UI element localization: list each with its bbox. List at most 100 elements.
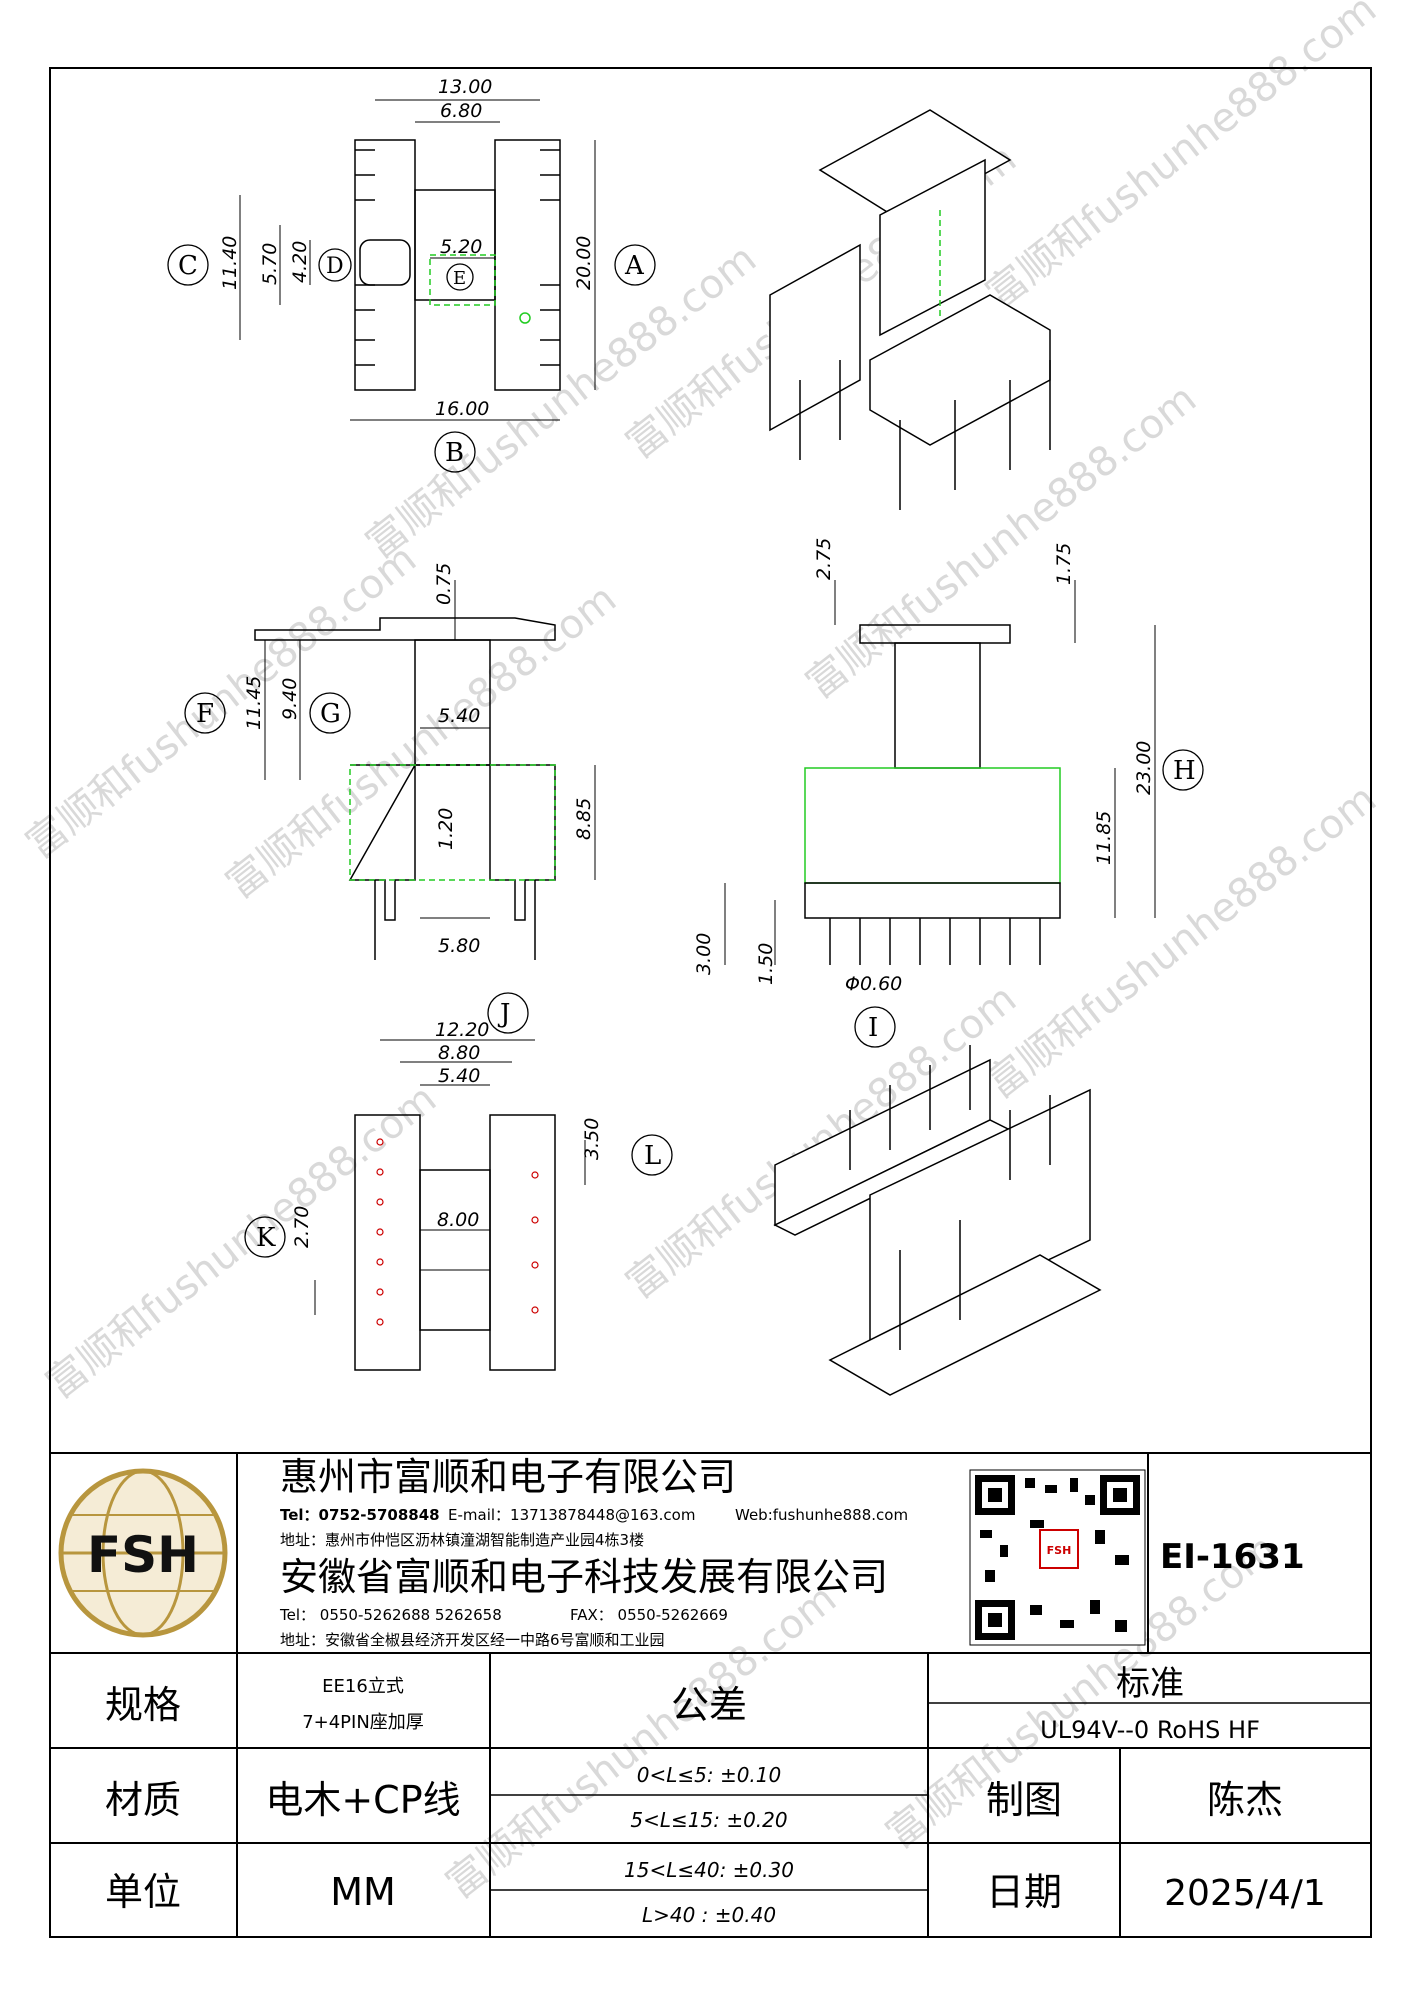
top-view-window-e	[429, 254, 496, 306]
callout-a	[614, 244, 656, 286]
callout-f-label: F	[196, 699, 214, 729]
dim-23-00: 23.00	[1133, 741, 1155, 795]
tolerance-1: 0<L≤5: ±0.10	[637, 1763, 782, 1787]
front-view-callouts	[184, 692, 351, 734]
dim-2-70: 2.70	[291, 1206, 313, 1248]
iso-view-top	[769, 109, 1051, 510]
callout-k	[244, 1216, 286, 1258]
front-view-top-flange	[254, 617, 556, 641]
watermark: 富顺和fushunhe888.com	[978, 776, 1385, 1108]
dim-11-85: 11.85	[1093, 811, 1115, 865]
company-1-web: Web:fushunhe888.com	[735, 1506, 908, 1524]
dim-pin-dia: Φ0.60	[845, 973, 902, 995]
drawn-label: 制图	[986, 1778, 1062, 1822]
date-value: 2025/4/1	[1164, 1873, 1326, 1914]
callout-j	[487, 992, 529, 1034]
material-value: 电木+CP线	[265, 1778, 460, 1822]
watermark: 富顺和fushunhe888.com	[798, 376, 1205, 708]
dim-4-20: 4.20	[289, 241, 311, 283]
qr-badge: FSH	[1047, 1544, 1072, 1557]
dim-6-80: 6.80	[440, 100, 482, 122]
callout-h	[1162, 749, 1204, 791]
dim-11-45: 11.45	[243, 676, 265, 730]
callout-d-label: D	[326, 254, 344, 279]
callout-k-label: K	[256, 1223, 276, 1253]
front-view	[254, 580, 596, 960]
top-view-marker	[519, 312, 531, 324]
top-view-callouts	[167, 244, 656, 473]
dim-9-40: 9.40	[279, 678, 301, 720]
dim-5-70: 5.70	[259, 243, 281, 285]
dim-1-50: 1.50	[755, 943, 777, 985]
front-view-base-hidden	[349, 764, 556, 881]
dim-1-20: 1.20	[435, 808, 457, 850]
side-view-windings	[804, 767, 1061, 884]
callout-i-label: I	[868, 1013, 878, 1043]
side-view	[724, 580, 1156, 965]
bottom-view-right-wall	[489, 1114, 556, 1371]
bottom-view-center	[419, 1169, 491, 1331]
dim-5-20: 5.20	[440, 236, 482, 258]
dim-1-75: 1.75	[1053, 543, 1075, 585]
company-name-2: 安徽省富顺和电子科技发展有限公司	[280, 1555, 888, 1599]
bottom-view	[314, 1039, 586, 1371]
callout-e-label: E	[453, 268, 466, 289]
callout-l-label: L	[644, 1141, 661, 1171]
side-view-dims: 2.75 1.75 23.00 11.85 3.00 1.50 Φ0.60	[693, 538, 1155, 995]
callout-g	[309, 692, 351, 734]
top-view-left-slots	[355, 149, 375, 366]
side-view-base	[804, 882, 1061, 919]
standard-value: UL94V--0 RoHS HF	[1040, 1716, 1260, 1744]
top-view-right-slots	[540, 149, 560, 366]
company-name-1: 惠州市富顺和电子有限公司	[280, 1455, 736, 1499]
company-2-fax: FAX： 0550-5262669	[570, 1606, 728, 1624]
callout-b-label: B	[445, 438, 464, 468]
standard-label: 标准	[1116, 1664, 1184, 1704]
watermark: 富顺和fushunhe888.com	[38, 1076, 445, 1408]
iso-view-bottom	[773, 1045, 1102, 1396]
date-label: 日期	[986, 1870, 1062, 1914]
callout-c	[167, 244, 209, 286]
top-view-callout-labels: A B C D E	[178, 251, 645, 468]
front-view-dims: 0.75 11.45 9.40 5.40 1.20 8.85 5.80	[243, 563, 595, 957]
bottom-view-slot	[419, 1229, 491, 1271]
qr-code: FSH	[969, 1469, 1146, 1646]
dim-3-00: 3.00	[693, 933, 715, 975]
callout-c-label: C	[178, 251, 198, 281]
dim-13-00: 13.00	[438, 76, 492, 98]
callout-a-label: A	[624, 251, 645, 281]
company-2-address: 地址：安徽省全椒县经济开发区经一中路6号富顺和工业园	[280, 1631, 665, 1649]
dim-8-00: 8.00	[437, 1209, 479, 1231]
company-1-tel: Tel：0752-5708848	[280, 1506, 440, 1524]
spec-value-2: 7+4PIN座加厚	[302, 1712, 424, 1733]
dim-5-40-front: 5.40	[438, 705, 480, 727]
dim-8-85: 8.85	[573, 798, 595, 840]
callout-i	[854, 1006, 896, 1048]
dim-8-80: 8.80	[438, 1042, 480, 1064]
tolerance-2: 5<L≤15: ±0.20	[630, 1808, 787, 1832]
spec-value-1: EE16立式	[322, 1676, 404, 1697]
top-view	[239, 99, 596, 421]
callout-h-label: H	[1173, 756, 1196, 786]
drawn-value: 陈杰	[1207, 1778, 1283, 1822]
title-block	[50, 1452, 1371, 1937]
bottom-view-dims: 12.20 8.80 5.40 8.00 3.50 2.70	[291, 1019, 603, 1248]
dim-5-80: 5.80	[438, 935, 480, 957]
top-view-dims: 13.00 6.80 16.00 20.00 11.40 5.70 4.20 5…	[219, 76, 595, 420]
dim-12-20: 12.20	[435, 1019, 489, 1041]
material-label: 材质	[105, 1778, 181, 1822]
dim-5-40-bottom: 5.40	[438, 1065, 480, 1087]
top-view-right-wall	[494, 139, 561, 391]
dim-3-50: 3.50	[581, 1118, 603, 1160]
dim-20-00: 20.00	[573, 236, 595, 290]
unit-value: MM	[330, 1870, 396, 1914]
company-logo: FSH	[58, 1468, 228, 1638]
callout-j-label: J	[497, 999, 510, 1029]
bottom-view-callouts	[244, 992, 673, 1258]
company-1-address: 地址：惠州市仲恺区沥林镇潼湖智能制造产业园4栋3楼	[280, 1531, 644, 1549]
part-number: EI-1631	[1160, 1537, 1305, 1577]
top-view-pin-d	[359, 239, 411, 286]
sheet-border	[49, 67, 1372, 1938]
top-view-left-wall	[354, 139, 416, 391]
